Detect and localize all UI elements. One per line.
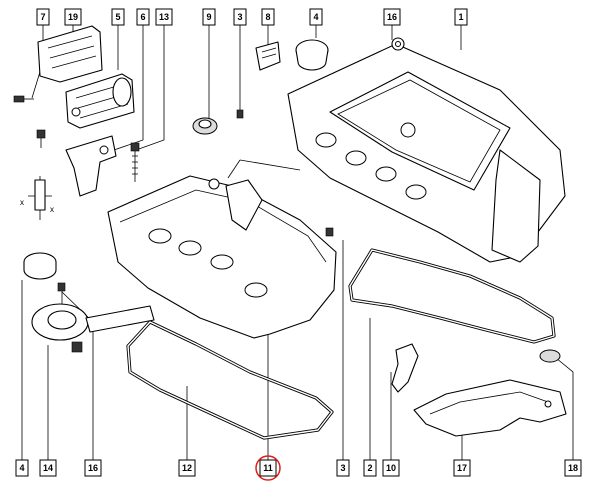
callout-3: 3 bbox=[336, 459, 350, 477]
svg-text:10: 10 bbox=[386, 463, 396, 473]
heat-shield-part bbox=[413, 379, 567, 437]
dimension-symbol: x x bbox=[20, 176, 54, 220]
cylinder-head-cover-part bbox=[107, 175, 337, 339]
small-bracket-part bbox=[391, 343, 419, 393]
callout-14: 14 bbox=[39, 459, 57, 477]
cap-part bbox=[295, 39, 329, 71]
long-bolt-part bbox=[130, 142, 140, 182]
svg-text:16: 16 bbox=[88, 463, 98, 473]
callout-4: 4 bbox=[15, 459, 29, 477]
oil-cap-part bbox=[23, 252, 57, 280]
svg-text:7: 7 bbox=[40, 12, 45, 22]
svg-text:5: 5 bbox=[115, 12, 120, 22]
svg-text:2: 2 bbox=[367, 463, 372, 473]
svg-text:18: 18 bbox=[568, 463, 578, 473]
svg-text:6: 6 bbox=[140, 12, 145, 22]
grommet-part bbox=[391, 37, 405, 51]
oil-separator-part bbox=[31, 282, 155, 353]
callout-7: 7 bbox=[36, 8, 50, 26]
svg-text:14: 14 bbox=[43, 463, 53, 473]
svg-text:9: 9 bbox=[206, 12, 211, 22]
callout-11: 11 bbox=[259, 459, 277, 477]
svg-text:x: x bbox=[20, 198, 24, 207]
bolt-part bbox=[36, 129, 46, 148]
filler-cap-part bbox=[192, 109, 244, 135]
svg-text:x: x bbox=[50, 205, 54, 214]
callout-1: 1 bbox=[454, 8, 468, 26]
bolt-part bbox=[13, 95, 34, 103]
callout-16: 16 bbox=[383, 8, 401, 26]
svg-text:4: 4 bbox=[19, 463, 24, 473]
intake-manifold-part bbox=[287, 43, 566, 263]
callout-18: 18 bbox=[564, 459, 582, 477]
callout-2: 2 bbox=[363, 459, 377, 477]
head-cover-gasket-part bbox=[126, 320, 334, 440]
callout-12: 12 bbox=[178, 459, 196, 477]
highlight-circle bbox=[255, 455, 281, 481]
callout-17: 17 bbox=[453, 459, 471, 477]
svg-text:11: 11 bbox=[263, 463, 273, 473]
bracket-part bbox=[65, 135, 117, 197]
svg-text:16: 16 bbox=[387, 12, 397, 22]
callout-5: 5 bbox=[111, 8, 125, 26]
connector-part bbox=[255, 41, 281, 71]
callout-19: 19 bbox=[64, 8, 82, 26]
callout-labels: 7 19 5 6 13 9 3 8 4 16 1 bbox=[15, 8, 582, 477]
timing-cover-part bbox=[37, 25, 135, 129]
svg-text:19: 19 bbox=[68, 12, 78, 22]
svg-text:17: 17 bbox=[457, 463, 467, 473]
svg-text:3: 3 bbox=[340, 463, 345, 473]
svg-text:8: 8 bbox=[265, 12, 270, 22]
callout-13: 13 bbox=[155, 8, 173, 26]
leader-lines bbox=[21, 25, 574, 460]
callout-9: 9 bbox=[202, 8, 216, 26]
svg-text:3: 3 bbox=[237, 12, 242, 22]
callout-6: 6 bbox=[136, 8, 150, 26]
callout-16: 16 bbox=[84, 459, 102, 477]
plug-part bbox=[539, 349, 561, 363]
svg-text:13: 13 bbox=[159, 12, 169, 22]
callout-4: 4 bbox=[309, 8, 323, 26]
callout-8: 8 bbox=[261, 8, 275, 26]
svg-text:12: 12 bbox=[182, 463, 192, 473]
callout-3: 3 bbox=[233, 8, 247, 26]
manifold-gasket-part bbox=[348, 248, 556, 344]
svg-text:4: 4 bbox=[313, 12, 318, 22]
svg-text:1: 1 bbox=[458, 12, 463, 22]
callout-10: 10 bbox=[382, 459, 400, 477]
